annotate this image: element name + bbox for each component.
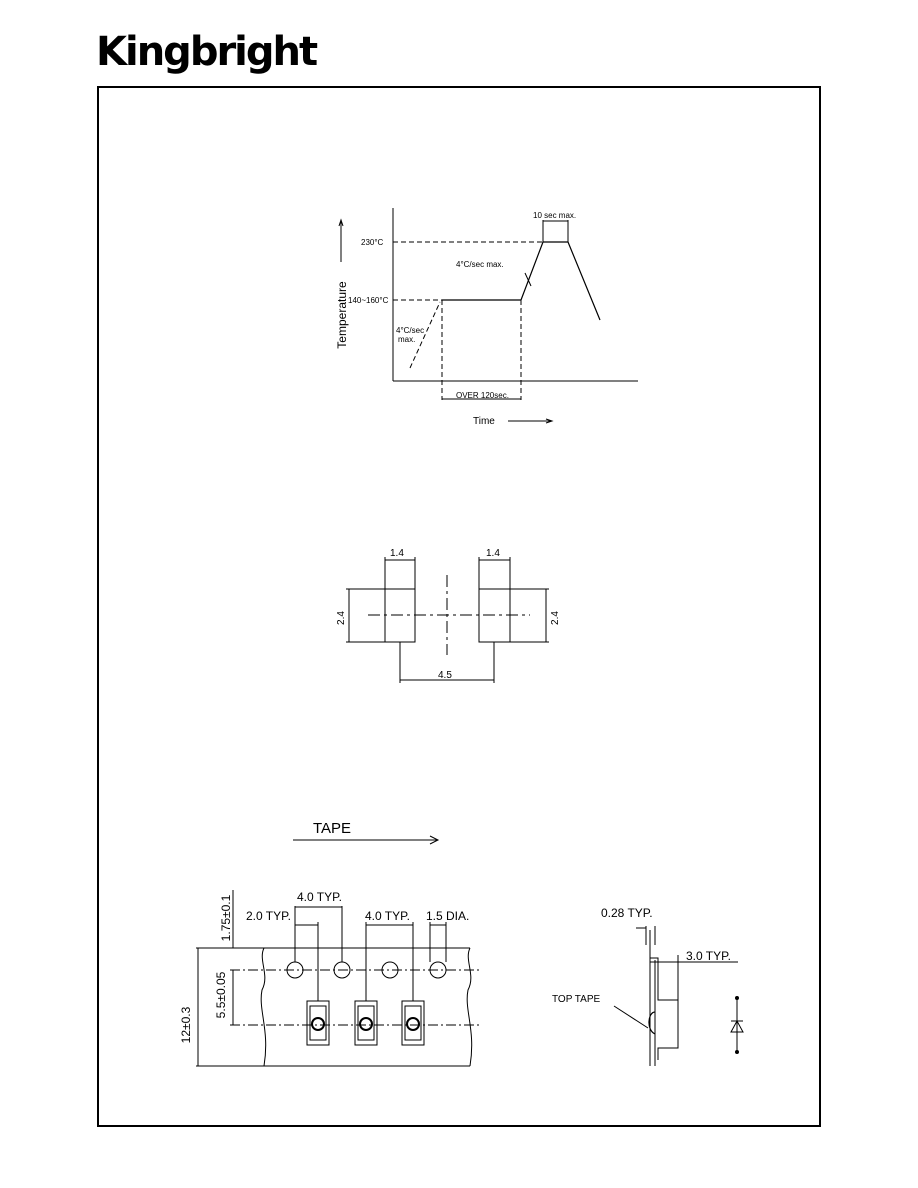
tape-direction-label: TAPE <box>313 820 351 837</box>
drawing-frame <box>97 86 821 1127</box>
preheat-time-label: OVER 120sec. <box>456 391 509 400</box>
lens-section <box>648 1011 656 1035</box>
peak-time-label: 10 sec max. <box>533 211 576 220</box>
pocket-section <box>650 957 679 1060</box>
pocket <box>306 1000 330 1046</box>
component-lens <box>359 1017 373 1031</box>
diode-symbol <box>730 996 744 1054</box>
component-body <box>404 1005 422 1041</box>
right-pad-height-label: 2.4 <box>550 611 561 625</box>
right-pad-width-label: 1.4 <box>486 548 500 559</box>
hole-dia-label: 1.5 DIA. <box>426 909 469 923</box>
tape-right-break <box>466 947 473 1067</box>
y-axis-arrowhead <box>338 218 344 227</box>
ramp-rate-lower-label-1: 4°C/sec <box>396 326 424 335</box>
tape-direction-arrowhead <box>429 835 440 845</box>
component-body <box>357 1005 375 1041</box>
depth-label: 3.0 TYP. <box>686 949 731 963</box>
pocket <box>401 1000 425 1046</box>
x-axis-label: Time <box>473 416 495 427</box>
time-arrowhead <box>545 418 554 424</box>
component-lens <box>406 1017 420 1031</box>
diode-terminal <box>735 996 739 1000</box>
center-dim-label: 5.5±0.05 <box>214 971 228 1018</box>
lower-ramp-dashed <box>409 301 441 369</box>
thickness-label: 0.28 TYP. <box>601 906 653 920</box>
ramp-rate-leader <box>524 272 532 287</box>
component-lens <box>311 1017 325 1031</box>
edge-dim-label: 1.75±0.1 <box>219 894 233 941</box>
top-tape-label: TOP TAPE <box>552 994 600 1005</box>
width-dim-label: 12±0.3 <box>179 1006 193 1043</box>
pitch-2-label: 2.0 TYP. <box>246 909 291 923</box>
tape-drawing: 4.0 TYP. 2.0 TYP. 4.0 TYP. 1.5 DIA. 1.75… <box>179 890 480 1067</box>
left-pad-width-label: 1.4 <box>390 548 404 559</box>
diode-terminal <box>735 1050 739 1054</box>
tape-left-break <box>260 947 267 1067</box>
preheat-temp-label: 140~160°C <box>348 296 389 305</box>
ramp-rate-upper-label: 4°C/sec max. <box>456 260 504 269</box>
y-axis-label: Temperature <box>335 281 349 349</box>
reflow-profile-diagram: Temperature Time 230°C 140~160°C 4°C/sec… <box>335 208 638 427</box>
ramp-rate-lower-label-2: max. <box>398 335 415 344</box>
pad-layout-diagram: 1.4 1.4 2.4 2.4 4.5 <box>336 548 561 683</box>
pitch-4-label: 4.0 TYP. <box>365 909 410 923</box>
tape-cross-section: 0.28 TYP. 3.0 TYP. TOP TAPE <box>552 906 738 1066</box>
component-body <box>309 1005 327 1041</box>
pad-spacing-label: 4.5 <box>438 670 452 681</box>
tape-direction: TAPE <box>293 820 440 845</box>
top-tape-leader <box>613 1005 649 1029</box>
diode-triangle <box>730 1019 744 1033</box>
pitch-4-top-label: 4.0 TYP. <box>297 890 342 904</box>
pocket <box>354 1000 378 1046</box>
kingbright-logo: Kingbright <box>96 29 318 75</box>
left-pad-height-label: 2.4 <box>336 611 347 625</box>
peak-temp-label: 230°C <box>361 238 384 247</box>
